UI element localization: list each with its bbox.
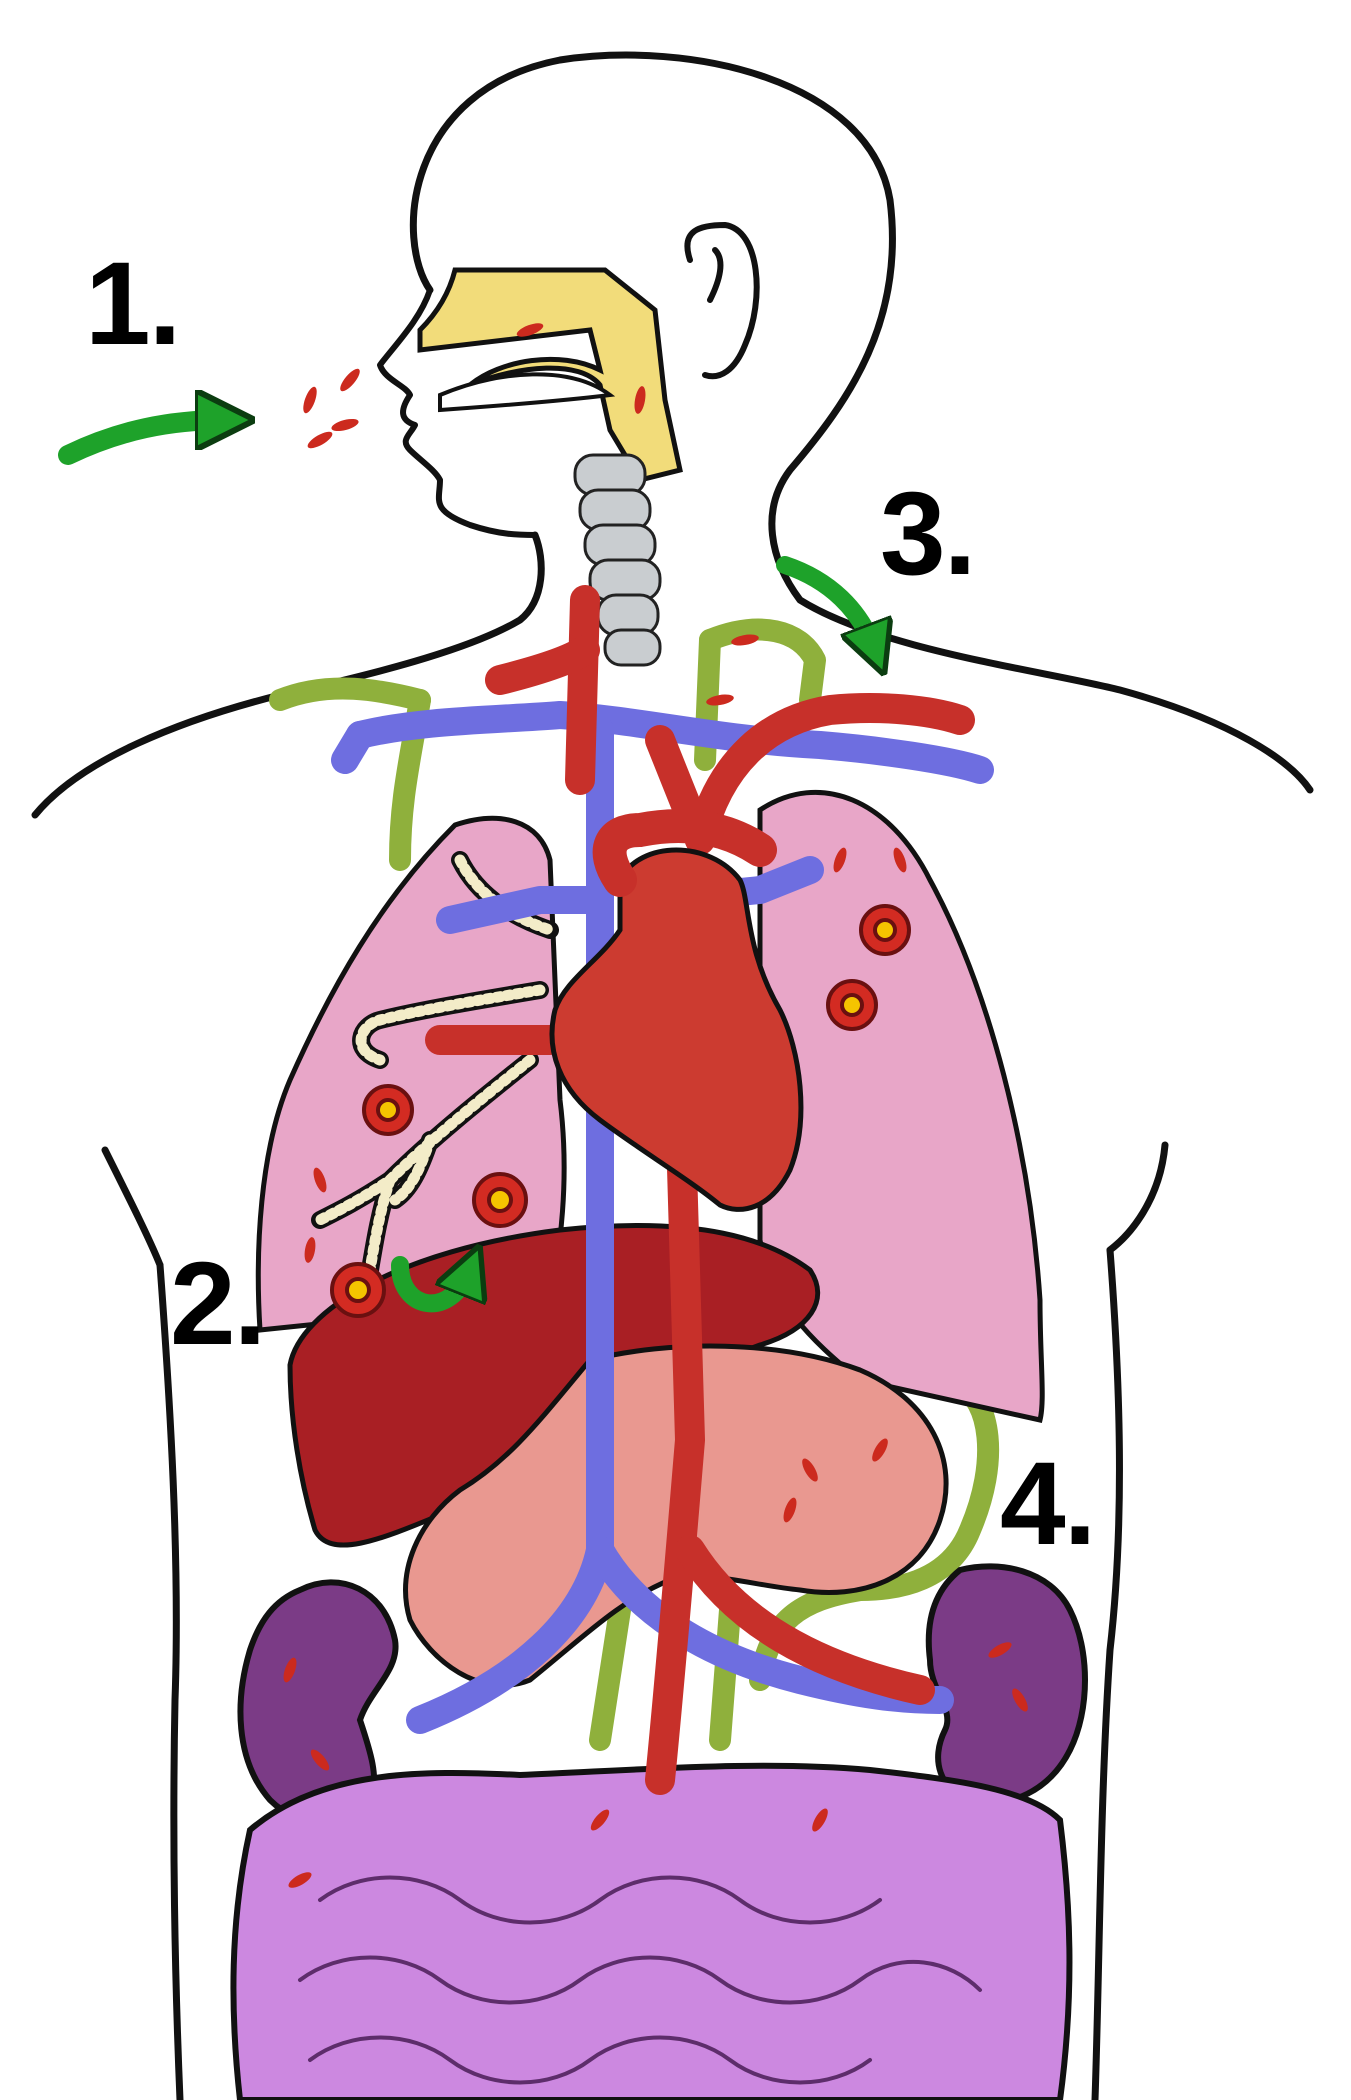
granulomas (330, 904, 911, 1318)
aortic-arch (592, 809, 777, 897)
large-intestine (230, 1762, 1073, 2100)
mouth-tongue (438, 372, 616, 413)
step-label-3: 3. (880, 468, 976, 600)
heart (549, 847, 804, 1212)
small-intestine-loops (298, 1875, 982, 2085)
arrow-1-icon (58, 420, 225, 465)
right-lung (757, 789, 1045, 1423)
step-label-2: 2. (170, 1238, 266, 1370)
body-outline (31, 51, 1314, 2100)
right-kidney (925, 1563, 1088, 1806)
bacteria (283, 323, 1028, 1888)
step-label-1: 1. (85, 238, 181, 370)
step-label-4: 4. (1000, 1438, 1096, 1570)
arrow-3-icon (776, 556, 875, 650)
ear (684, 221, 760, 380)
arteries (425, 585, 975, 1795)
nasal-airway (417, 267, 683, 483)
arrow-2-icon (391, 1265, 470, 1313)
face-profile (377, 287, 538, 538)
